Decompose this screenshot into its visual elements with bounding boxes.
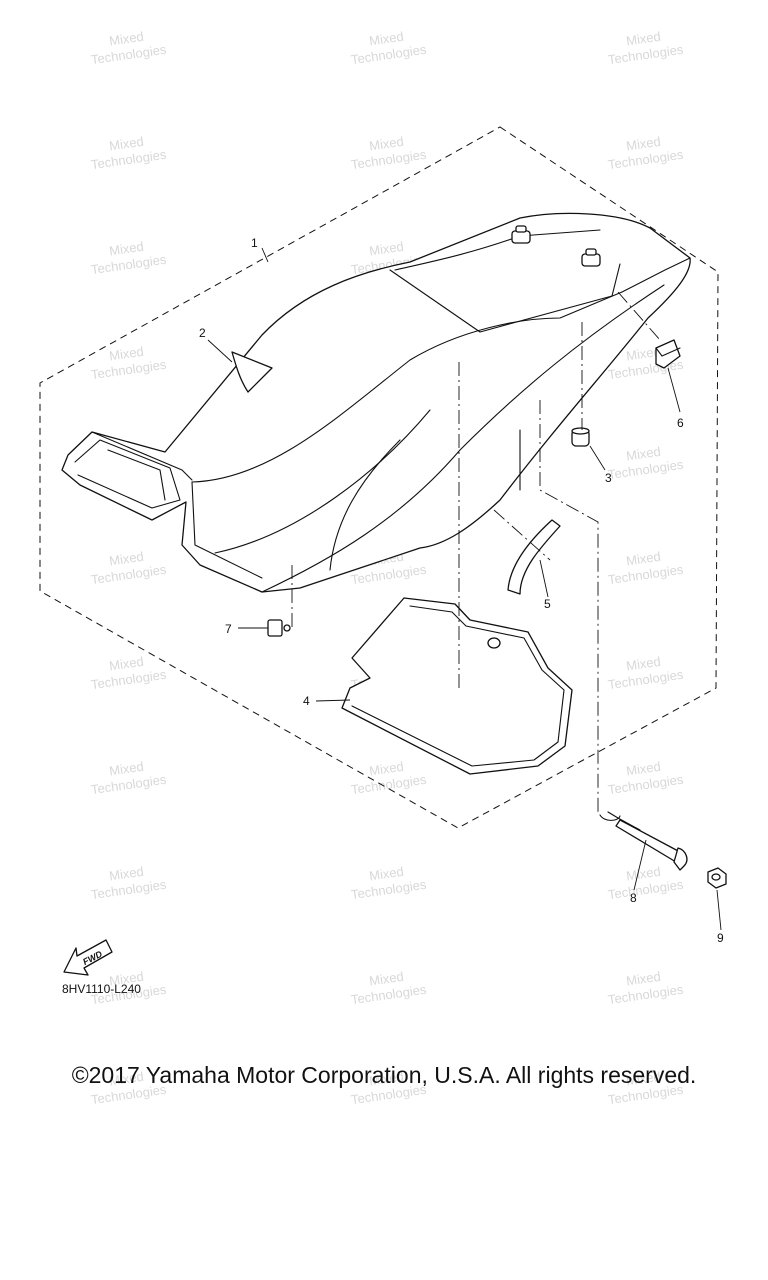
damper-part [571, 427, 590, 447]
nut-part [707, 867, 727, 889]
watermark-line-1: Mixed [108, 549, 144, 569]
damper-part-rear [655, 339, 681, 369]
watermark-line-1: Mixed [625, 864, 661, 884]
watermark-line-1: Mixed [368, 239, 404, 259]
watermark-line-1: Mixed [368, 1069, 404, 1089]
callout-9: 9 [717, 931, 724, 945]
watermark-line-1: Mixed [108, 344, 144, 364]
seat-tray-part [341, 597, 573, 775]
callout-7: 7 [225, 622, 232, 636]
emblem-part [231, 351, 273, 393]
callout-8: 8 [630, 891, 637, 905]
drawing-code: 8HV1110-L240 [62, 982, 141, 996]
watermark-line-1: Mixed [625, 444, 661, 464]
callout-3: 3 [605, 471, 612, 485]
watermark-line-1: Mixed [625, 134, 661, 154]
copyright-notice: ©2017 Yamaha Motor Corporation, U.S.A. A… [71, 1062, 697, 1088]
watermark-line-1: Mixed [625, 1069, 661, 1089]
watermark-line-1: Mixed [108, 29, 144, 49]
watermark-line-1: Mixed [368, 134, 404, 154]
watermark-line-1: Mixed [368, 969, 404, 989]
watermark-line-1: Mixed [108, 1069, 144, 1089]
callout-4: 4 [303, 694, 310, 708]
watermark-line-1: Mixed [625, 969, 661, 989]
seat-hook-right [581, 248, 601, 267]
watermark-line-1: Mixed [625, 759, 661, 779]
assembly-boundary [39, 126, 719, 829]
callout-2: 2 [199, 326, 206, 340]
watermark-line-1: Mixed [368, 759, 404, 779]
callout-6: 6 [677, 416, 684, 430]
watermark-line-1: Mixed [108, 864, 144, 884]
band-part [507, 519, 561, 595]
watermark-layer: MixedTechnologiesMixedTechnologiesMixedT… [90, 29, 685, 1107]
watermark-line-1: Mixed [108, 134, 144, 154]
watermark-line-1: Mixed [625, 29, 661, 49]
seat-hook-left [511, 225, 531, 244]
callout-5: 5 [544, 597, 551, 611]
clip-part [267, 619, 291, 637]
installation-lines [291, 291, 661, 812]
watermark-line-1: Mixed [368, 29, 404, 49]
seat-assembly [61, 212, 691, 593]
watermark-line-1: Mixed [625, 344, 661, 364]
leader-lines [207, 247, 722, 931]
callout-labels: 1 2 3 4 5 6 7 8 9 [199, 236, 724, 945]
watermark-line-1: Mixed [108, 654, 144, 674]
watermark-line-1: Mixed [108, 239, 144, 259]
watermark-line-1: Mixed [625, 654, 661, 674]
fwd-arrow-icon: FWD [63, 939, 113, 976]
bolt-part [599, 811, 688, 871]
watermark-line-1: Mixed [625, 549, 661, 569]
watermark-line-1: Mixed [368, 864, 404, 884]
callout-1: 1 [251, 236, 258, 250]
watermark-line-1: Mixed [108, 759, 144, 779]
watermark-line-1: Mixed [108, 969, 144, 989]
